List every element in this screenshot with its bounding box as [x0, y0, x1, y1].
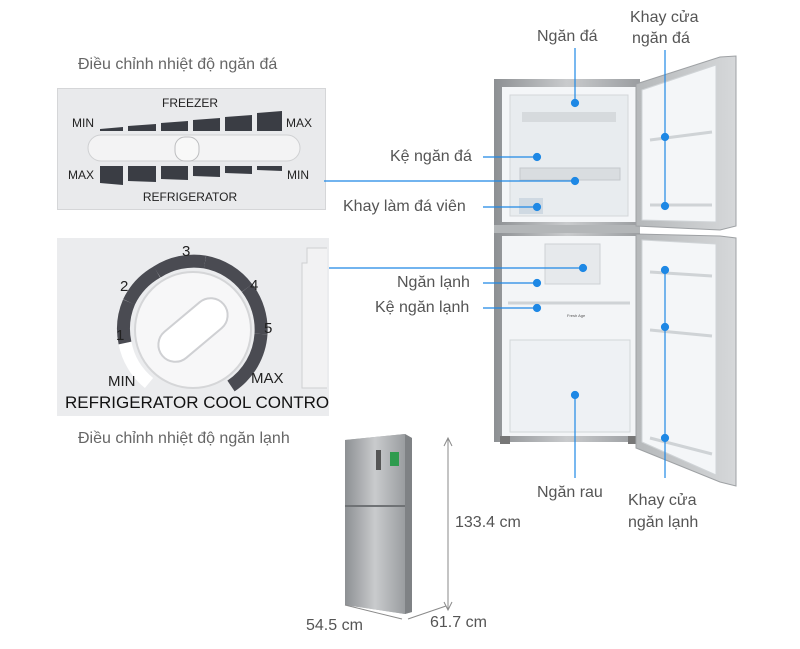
door-handle — [376, 450, 381, 470]
dimension-width: 54.5 cm — [306, 617, 363, 634]
dial-max-label: MAX — [251, 370, 284, 387]
freezer-door-inner — [641, 64, 717, 223]
fresh-age-label: Fresh Age — [567, 313, 586, 318]
scale-bar — [161, 121, 188, 131]
callout-lines — [324, 48, 670, 478]
label-khay-cua-ngan-lanh-1: Khay cửa — [628, 492, 697, 509]
scale-bar — [193, 118, 220, 131]
dial-number-1: 1 — [116, 327, 124, 344]
dial-graphic: 1 2 3 4 5 MIN MAX REFRIGERATOR COOL CONT… — [65, 243, 339, 412]
scale-bar — [128, 124, 156, 131]
refrigerator-max-label: MAX — [68, 168, 94, 182]
fridge-adjust-caption: Điều chỉnh nhiệt độ ngăn lạnh — [78, 430, 290, 447]
scale-bar — [193, 166, 220, 177]
scale-bar — [128, 166, 156, 182]
scale-bar — [225, 166, 252, 174]
refrigerator-dial-panel: 1 2 3 4 5 MIN MAX REFRIGERATOR COOL CONT… — [57, 238, 339, 416]
vegetable-drawer — [509, 339, 631, 433]
refrigerator-door-inner — [641, 239, 717, 476]
label-ngan-lanh: Ngăn lạnh — [397, 274, 470, 291]
dial-scale — [117, 254, 268, 392]
control-box — [544, 243, 601, 285]
foot — [500, 436, 510, 444]
divider — [494, 225, 640, 233]
freezer-max-label: MAX — [286, 116, 312, 130]
label-khay-cua-ngan-da-1: Khay cửa — [630, 9, 699, 26]
energy-label — [390, 452, 399, 466]
scale-bar — [100, 166, 123, 185]
label-ke-ngan-da: Kệ ngăn đá — [390, 148, 472, 165]
label-khay-cua-ngan-lanh-2: ngăn lạnh — [628, 514, 699, 531]
scale-bar — [257, 111, 282, 131]
dial-number-3: 3 — [182, 243, 190, 260]
panel-bracket — [301, 247, 327, 389]
dial-grip — [157, 297, 229, 363]
label-ke-ngan-lanh: Kệ ngăn lạnh — [375, 299, 470, 316]
freezer-slider-graphic: FREEZER MIN MAX MAX MIN REFRIGERATOR — [68, 96, 312, 204]
fridge-product-image — [345, 434, 412, 614]
scale-bar — [100, 127, 123, 131]
refrigerator-min-label: MIN — [287, 168, 309, 182]
label-khay-lam-da-vien: Khay làm đá viên — [343, 198, 466, 215]
label-ngan-rau: Ngăn rau — [537, 484, 603, 501]
cool-control-label: REFRIGERATOR COOL CONTROL — [65, 393, 329, 412]
dial-number-5: 5 — [264, 320, 272, 337]
freezer-control-panel: FREEZER MIN MAX MAX MIN REFRIGERATOR — [57, 88, 326, 210]
scale-bar — [225, 115, 252, 131]
foot — [628, 436, 638, 444]
dimension-height: 133.4 cm — [455, 514, 521, 531]
refrigerator-door-shelf — [649, 270, 713, 278]
scale-bar — [161, 166, 188, 180]
freezer-min-label: MIN — [72, 116, 94, 130]
refrigerator-door-shelf — [649, 328, 713, 338]
dimension-depth: 61.7 cm — [430, 614, 487, 631]
dimension-lines — [344, 436, 453, 620]
freezer-door-shelf — [649, 130, 713, 142]
freezer-shelf — [519, 167, 621, 181]
slider-knob[interactable] — [174, 136, 200, 162]
freezer-adjust-caption: Điều chỉnh nhiệt độ ngăn đá — [78, 56, 278, 73]
refrigerator-door-shelf — [649, 436, 713, 456]
dial-min-label: MIN — [108, 373, 136, 390]
dial-number-4: 4 — [250, 277, 258, 294]
refrigerator-label: REFRIGERATOR — [143, 190, 238, 204]
scale-bar — [257, 166, 282, 171]
label-khay-cua-ngan-da-2: ngăn đá — [632, 30, 690, 47]
freezer-label: FREEZER — [162, 96, 218, 110]
label-ngan-da: Ngăn đá — [537, 28, 598, 45]
freezer-vent — [522, 112, 616, 122]
dial-number-2: 2 — [120, 278, 128, 295]
